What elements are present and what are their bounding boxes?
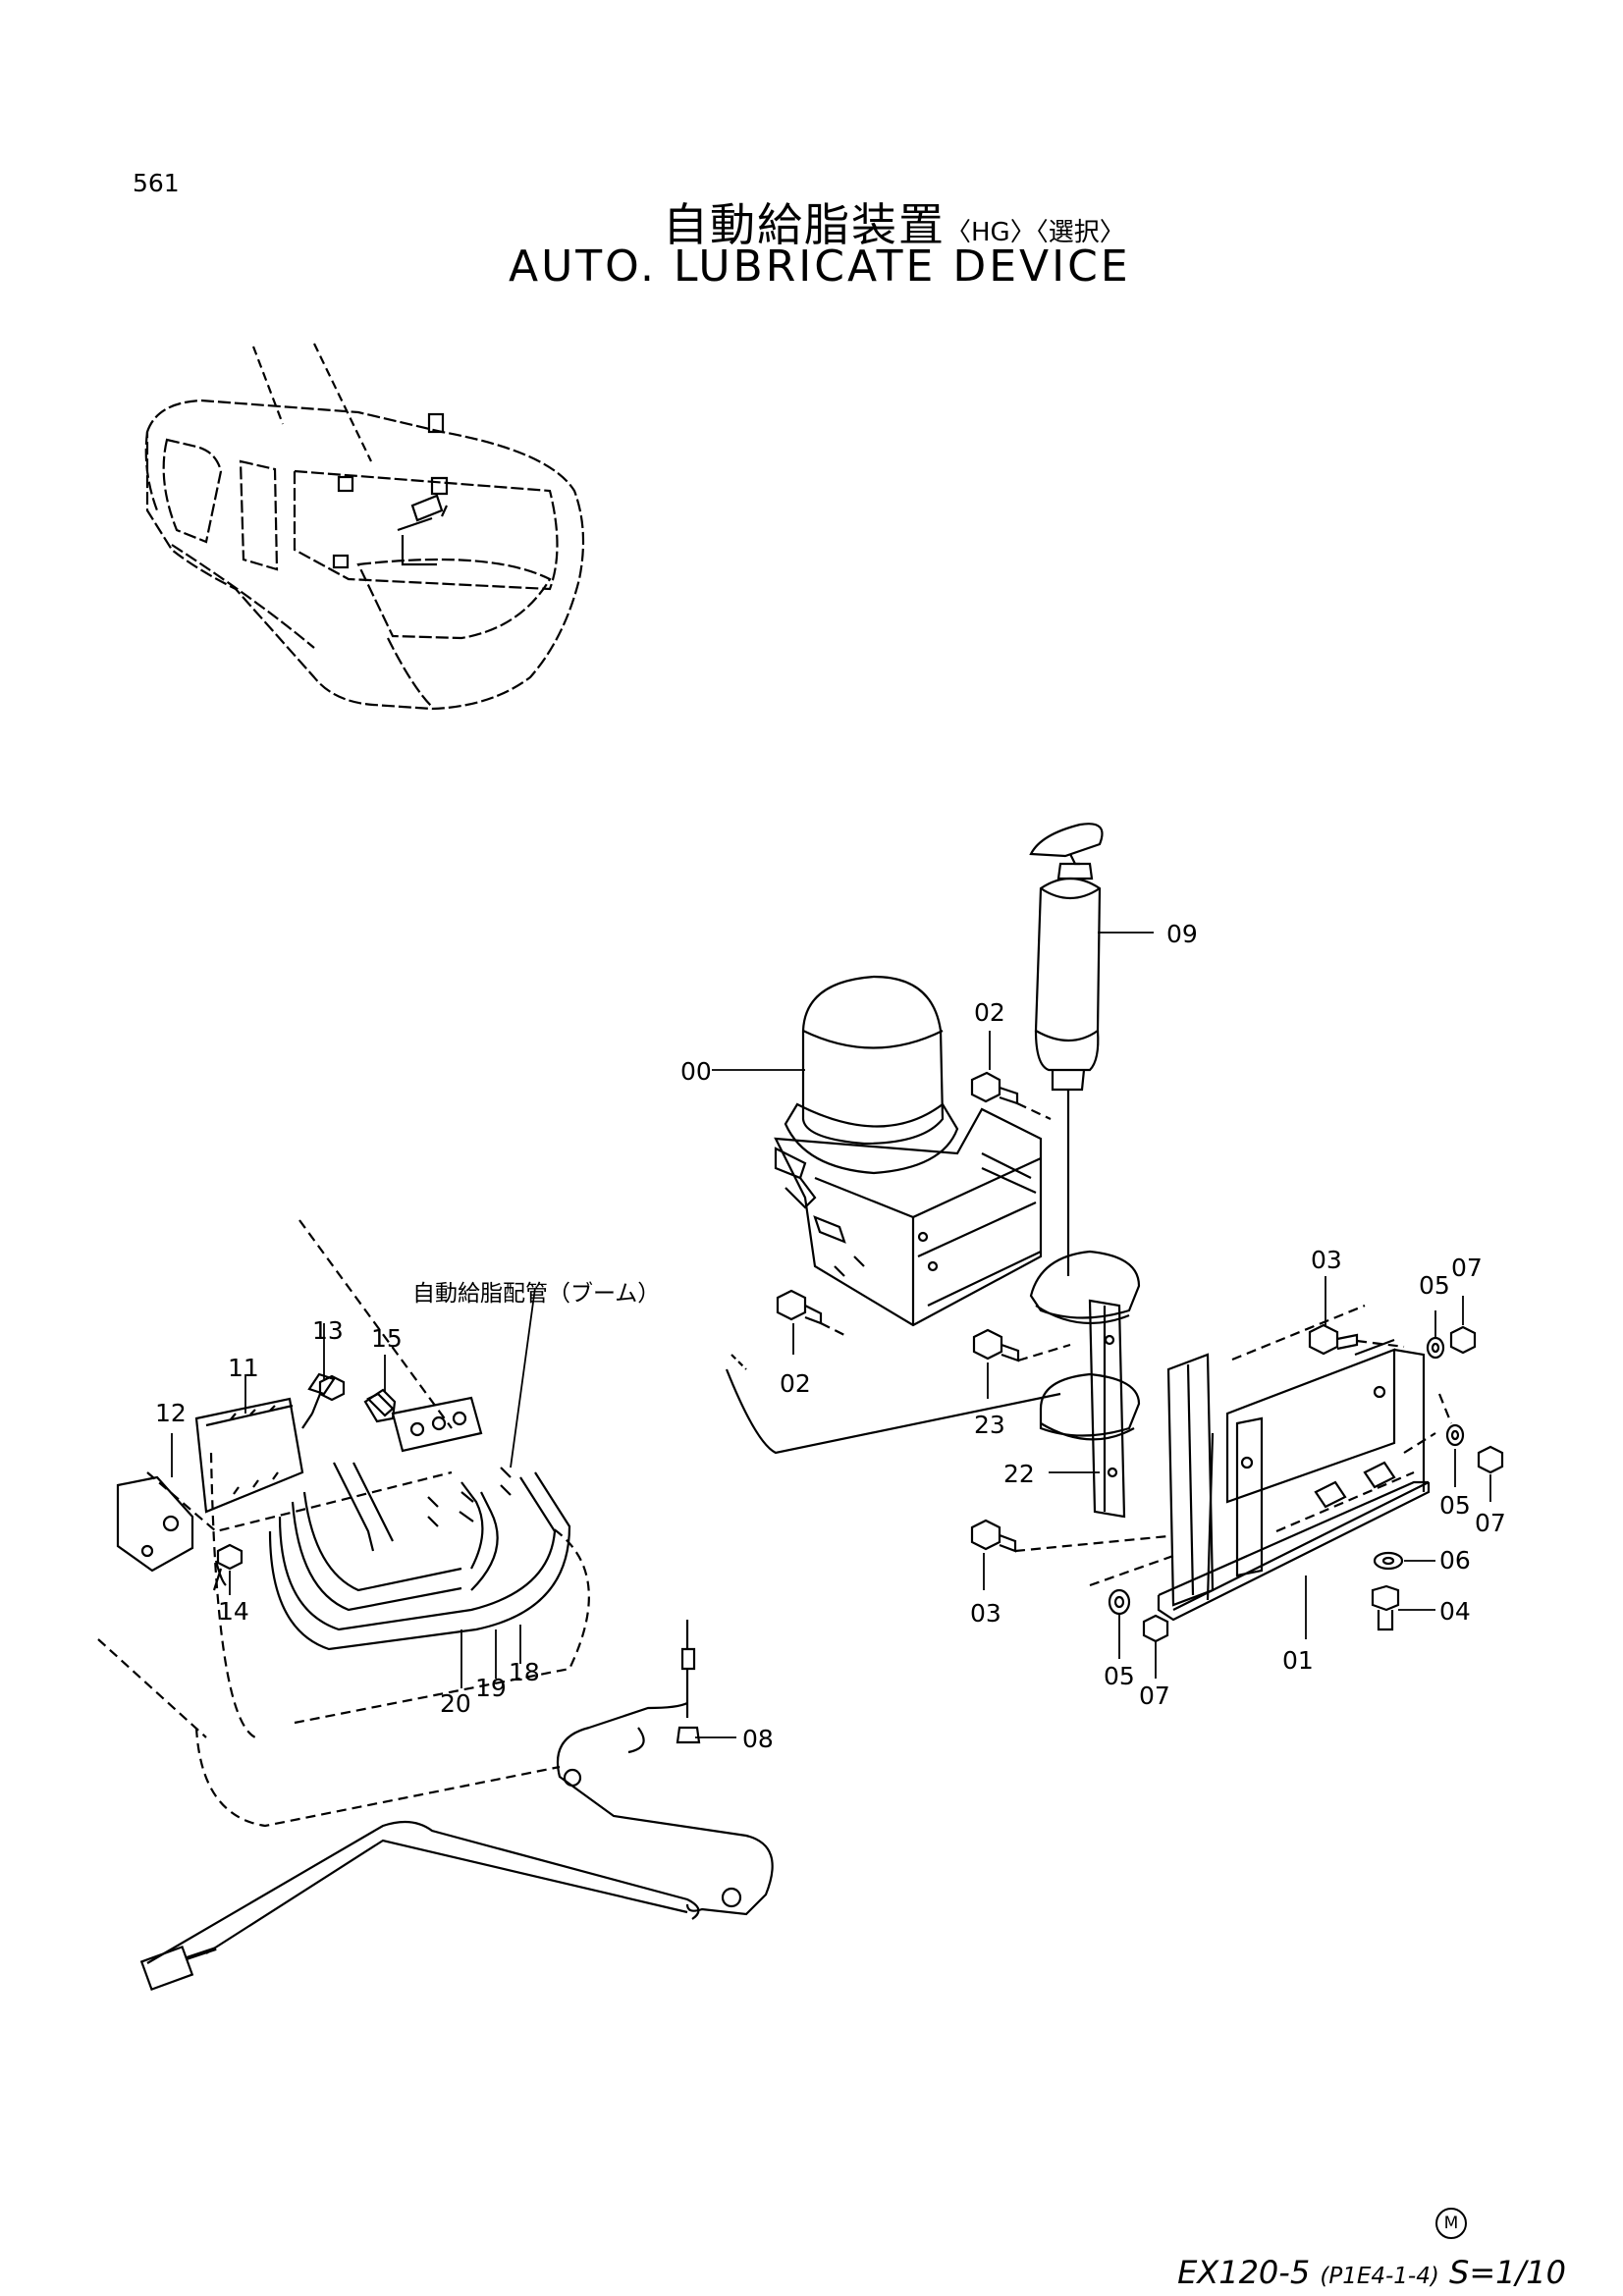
grease-gun [1029,823,1104,1276]
leader-lines [171,932,1491,1738]
callout-19: 19 [475,1674,507,1702]
callout-00: 00 [680,1057,712,1086]
callout-07-lower: 07 [1139,1682,1170,1710]
callout-12: 12 [155,1399,187,1427]
callout-04: 04 [1439,1597,1471,1626]
footer-model: EX120-5 [1177,2254,1311,2291]
excavator-overview [144,343,585,711]
annotation-boom-piping: 自動給脂配管（ブーム） [412,1281,660,1307]
title-japanese: 自動給脂装置〈HG〉〈選択〉 [663,189,1125,254]
lubricator-pump [774,975,1043,1327]
title-english: AUTO. LUBRICATE DEVICE [509,241,1131,292]
title-tags: 〈HG〉〈選択〉 [946,218,1125,247]
callout-15: 15 [371,1324,403,1353]
callout-07-upper: 07 [1451,1254,1483,1282]
callout-05-right: 05 [1439,1491,1471,1520]
fasteners [212,1071,1504,1643]
callout-03-upper: 03 [1311,1246,1342,1274]
callout-01: 01 [1282,1646,1314,1675]
callout-05-lower: 05 [1104,1662,1135,1690]
callout-20: 20 [440,1689,471,1718]
footer-scale: S=1/10 [1449,2254,1566,2291]
callout-14: 14 [218,1597,249,1626]
callout-09: 09 [1166,920,1198,948]
assembly-guides [820,1102,1453,1587]
callout-13: 13 [312,1316,344,1345]
callout-08: 08 [742,1725,774,1753]
callout-06: 06 [1439,1546,1471,1575]
callout-11: 11 [228,1354,259,1382]
callout-23: 23 [974,1411,1005,1439]
page-number: 561 [133,169,180,197]
callout-07-right: 07 [1475,1509,1506,1537]
title-japanese-text: 自動給脂装置 [663,198,946,251]
footer-code: (P1E4-1-4) [1320,2264,1439,2289]
callout-02-lower: 02 [780,1369,811,1398]
callout-22: 22 [1003,1460,1035,1488]
bracket-assembly [1029,1250,1431,1622]
m-mark-icon: M [1435,2208,1467,2239]
callout-labels: 00 09 02 02 23 22 03 03 05 07 05 07 06 0… [155,920,1506,1753]
callout-03-lower: 03 [970,1599,1001,1628]
footer-model-code: EX120-5 (P1E4-1-4) S=1/10 [1177,2254,1566,2291]
boom-piping-detail [97,1219,590,1828]
callout-18: 18 [509,1658,540,1686]
callout-02-upper: 02 [974,998,1005,1027]
callout-05-upper: 05 [1419,1271,1450,1300]
sensor-harness [139,1354,1061,1992]
